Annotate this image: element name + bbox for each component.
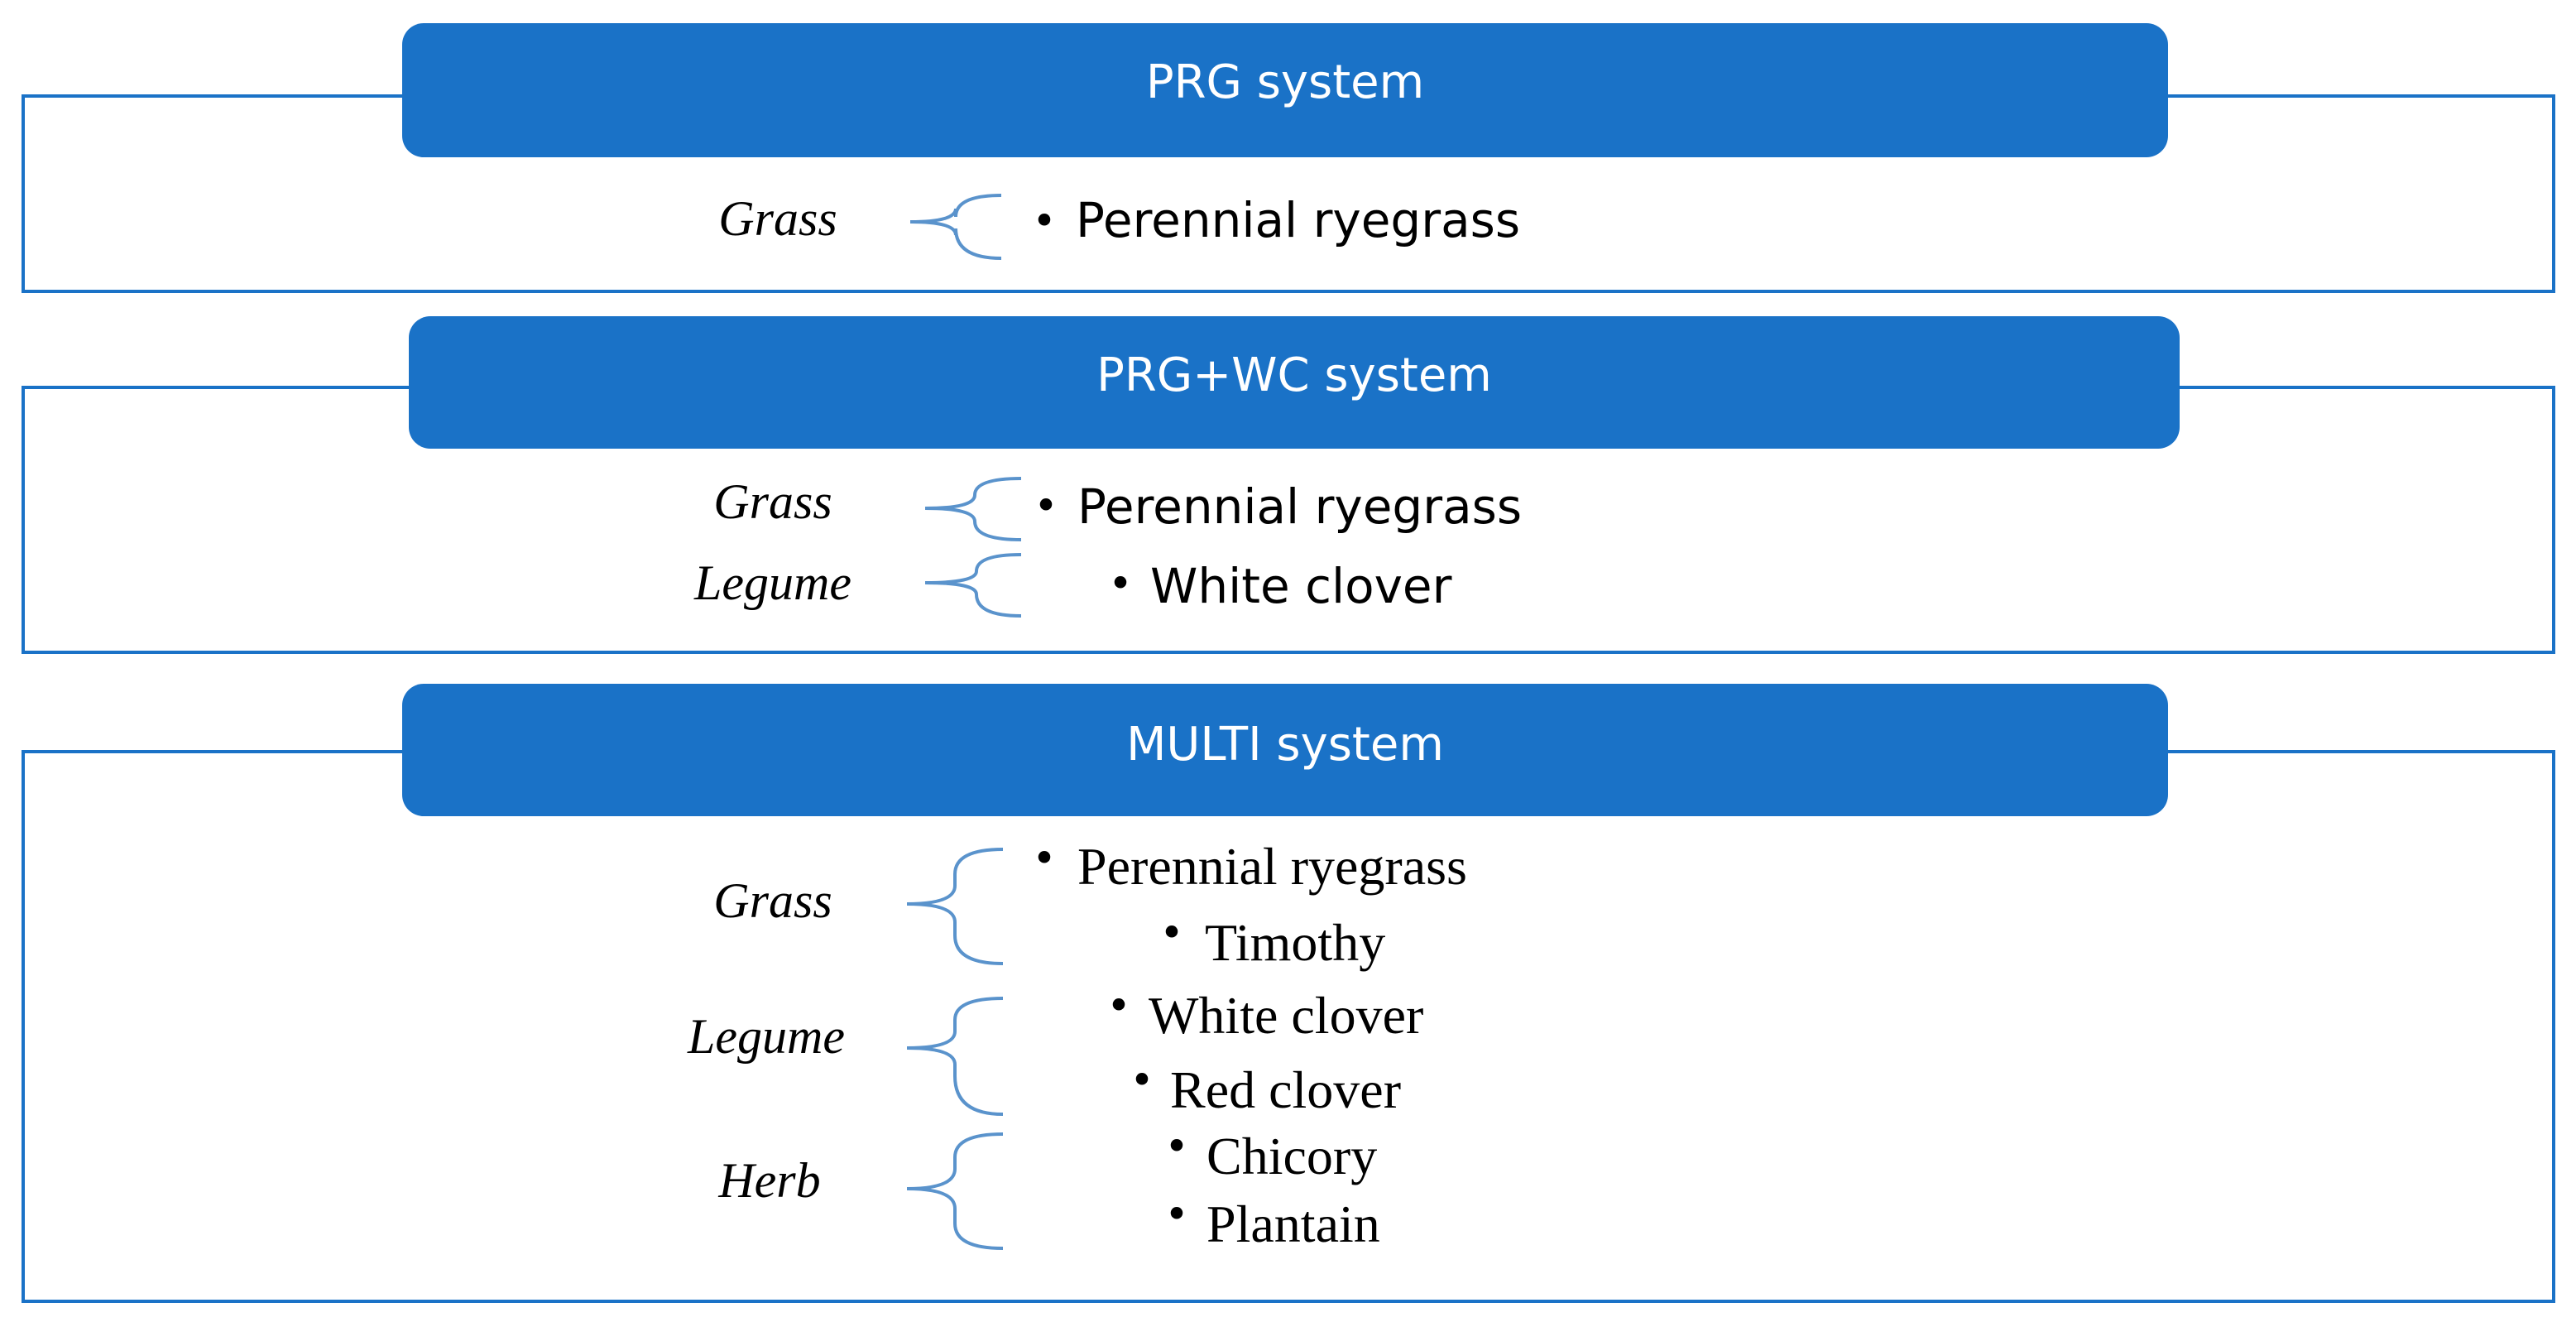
group-label-legume: Legume <box>687 1009 845 1064</box>
species-item: Perennial ryegrass <box>1077 478 1522 535</box>
species-bullet: • <box>1159 909 1184 957</box>
system-header <box>409 316 2180 449</box>
species-bullet: • <box>1130 1056 1154 1104</box>
system-title: PRG system <box>1146 55 1424 109</box>
species-item: Chicory <box>1206 1127 1377 1185</box>
species-bullet: • <box>1034 482 1058 530</box>
species-bullet: • <box>1164 1190 1189 1238</box>
species-item: Red clover <box>1170 1060 1401 1119</box>
system-title: MULTI system <box>1126 718 1444 772</box>
species-bullet: • <box>1032 834 1057 882</box>
brace-icon <box>909 194 1002 260</box>
species-bullet: • <box>1106 982 1131 1030</box>
species-item: Perennial ryegrass <box>1077 837 1467 896</box>
species-item: Plantain <box>1206 1195 1380 1253</box>
species-item: Timothy <box>1205 913 1385 972</box>
species-item: White clover <box>1150 558 1452 614</box>
group-label-herb: Herb <box>717 1153 820 1208</box>
species-bullet: • <box>1108 560 1133 608</box>
group-label-legume: Legume <box>693 555 851 610</box>
species-bullet: • <box>1032 197 1057 245</box>
system-multi: MULTI system Grass • Perennial ryegrass … <box>22 684 2555 1303</box>
brace-icon <box>906 848 1004 965</box>
species-item: White clover <box>1149 986 1423 1045</box>
group-label-grass: Grass <box>713 474 832 529</box>
system-prg-wc: PRG+WC system Grass • Perennial ryegrass… <box>22 316 2555 654</box>
species-bullet: • <box>1164 1122 1189 1171</box>
system-title: PRG+WC system <box>1096 349 1492 402</box>
brace-icon <box>906 997 1004 1116</box>
brace-icon <box>924 553 1022 618</box>
system-header <box>402 23 2168 157</box>
brace-icon <box>906 1132 1004 1250</box>
system-prg: PRG system Grass • Perennial ryegrass <box>22 23 2555 293</box>
system-header <box>402 684 2168 816</box>
brace-icon <box>924 477 1022 541</box>
group-label-grass: Grass <box>713 873 832 928</box>
group-label-grass: Grass <box>718 191 837 246</box>
species-item: Perennial ryegrass <box>1076 192 1520 248</box>
